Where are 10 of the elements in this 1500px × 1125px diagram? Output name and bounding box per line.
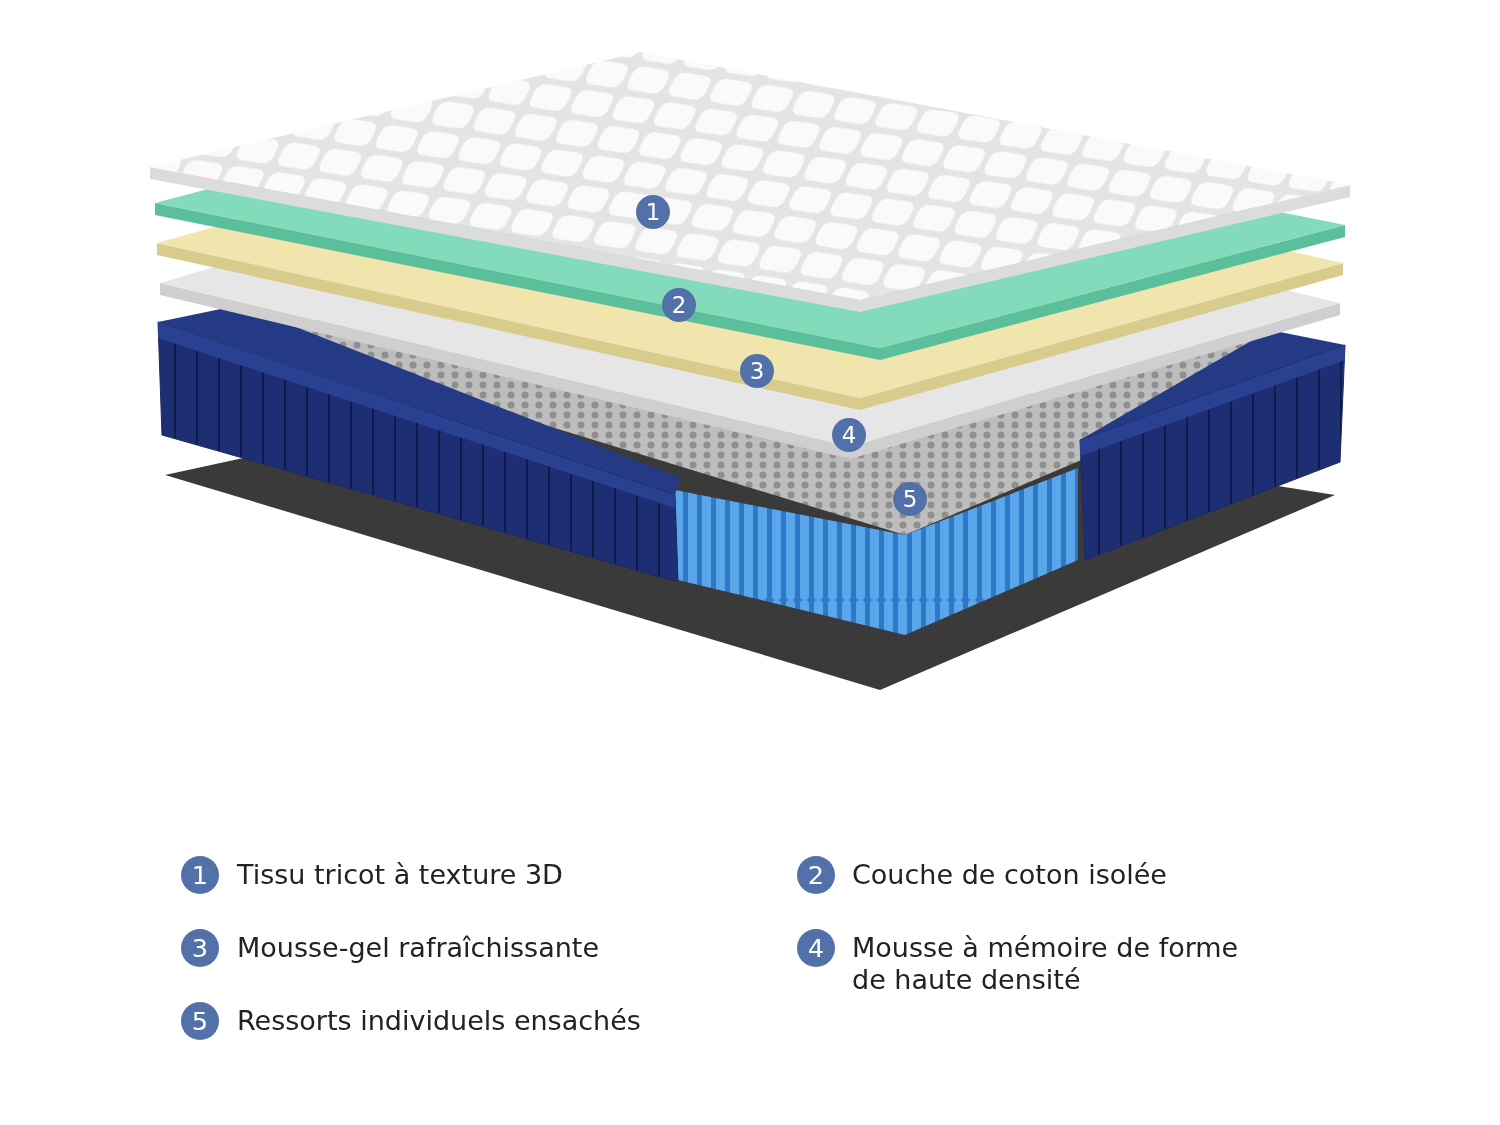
legend-number: 5 (181, 1002, 219, 1040)
legend-text: Tissu tricot à texture 3D (237, 859, 564, 891)
legend-text: Ressorts individuels ensachés (237, 1005, 642, 1037)
legend-number: 4 (797, 929, 835, 967)
legend-text: Couche de coton isolée (852, 859, 1168, 891)
legend-number: 3 (181, 929, 219, 967)
legend-number: 1 (181, 856, 219, 894)
legend-number: 2 (797, 856, 835, 894)
legend-text: Mousse-gel rafraîchissante (237, 932, 600, 964)
legend-text: Mousse à mémoire de forme de haute densité (852, 932, 1240, 996)
